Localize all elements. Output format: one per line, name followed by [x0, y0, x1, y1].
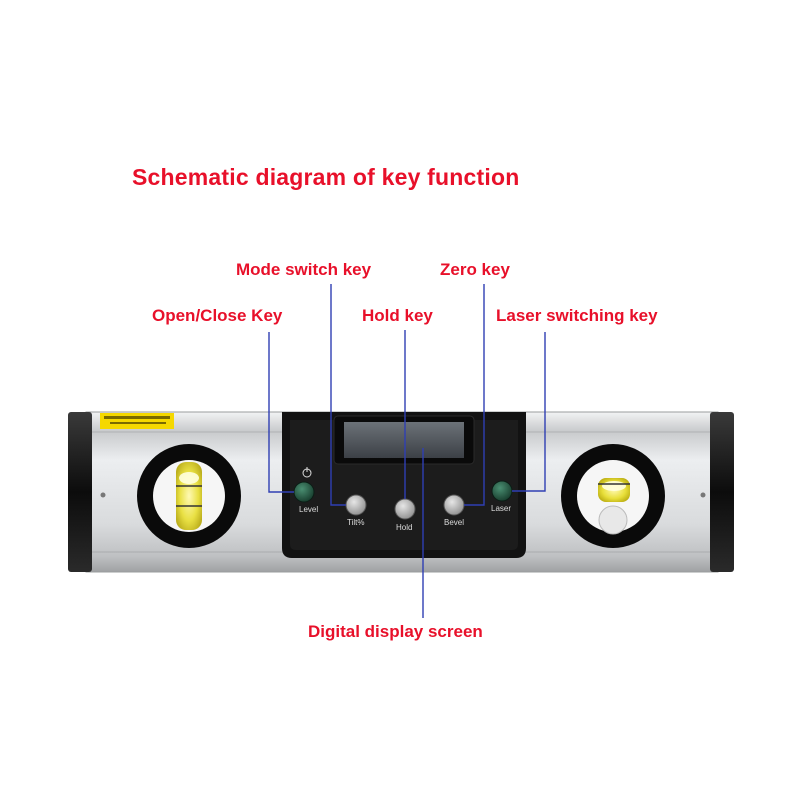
- leader-laser: [512, 332, 546, 492]
- laser-button-label: Laser: [491, 504, 511, 513]
- right-vial: [561, 444, 665, 548]
- level-button-label: Level: [299, 505, 318, 514]
- callout-mode-switch-key: Mode switch key: [236, 260, 372, 279]
- callout-digital-display-screen: Digital display screen: [308, 622, 483, 641]
- leader-zero: [464, 284, 485, 506]
- leader-lines: [268, 284, 546, 618]
- hold-button-label: Hold: [396, 523, 412, 532]
- callout-hold-key: Hold key: [362, 306, 433, 325]
- bevel-button: [443, 494, 465, 516]
- right-end-cap: [710, 412, 734, 572]
- screw-left: [100, 492, 106, 498]
- lcd-screen: [344, 422, 464, 458]
- leader-mode-switch: [330, 284, 346, 506]
- hold-button: [394, 498, 416, 520]
- callout-laser-switching-key: Laser switching key: [496, 306, 658, 325]
- laser-button: [491, 480, 513, 502]
- left-end-cap: [68, 412, 92, 572]
- tilt-button: [345, 494, 367, 516]
- level-button: [293, 481, 315, 503]
- diagram-title: Schematic diagram of key function: [132, 164, 520, 190]
- screw-right: [700, 492, 706, 498]
- leader-open-close: [268, 332, 294, 493]
- callout-open-close-key: Open/Close Key: [152, 306, 283, 325]
- left-vial: [137, 444, 241, 548]
- bevel-button-label: Bevel: [444, 518, 464, 527]
- tilt-button-label: Tilt%: [347, 518, 364, 527]
- laser-warning-sticker: [100, 413, 174, 429]
- callout-zero-key: Zero key: [440, 260, 510, 279]
